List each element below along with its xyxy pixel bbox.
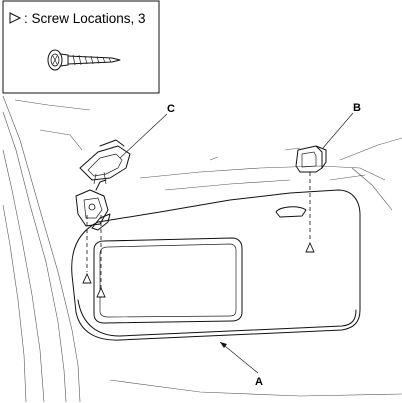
screw-alignment-lines xyxy=(82,172,315,298)
leader-lines xyxy=(119,112,354,374)
sun-visor xyxy=(71,189,361,341)
callout-label-b: B xyxy=(353,102,361,114)
screw-location-marker xyxy=(96,286,106,298)
callout-label-a: A xyxy=(255,376,263,388)
legend-label: : Screw Locations, 3 xyxy=(24,11,146,26)
legend-box: : Screw Locations, 3 xyxy=(2,0,160,94)
screw-icon xyxy=(47,49,121,71)
visor-pivot-bracket xyxy=(75,179,109,227)
screw-location-triangle-icon xyxy=(9,12,22,24)
screw-location-marker xyxy=(305,241,315,253)
headliner-outline xyxy=(2,95,402,403)
callout-label-c: C xyxy=(167,103,175,115)
screw-location-marker xyxy=(82,272,92,284)
screw-cover xyxy=(79,139,131,185)
visor-clip xyxy=(295,145,327,173)
